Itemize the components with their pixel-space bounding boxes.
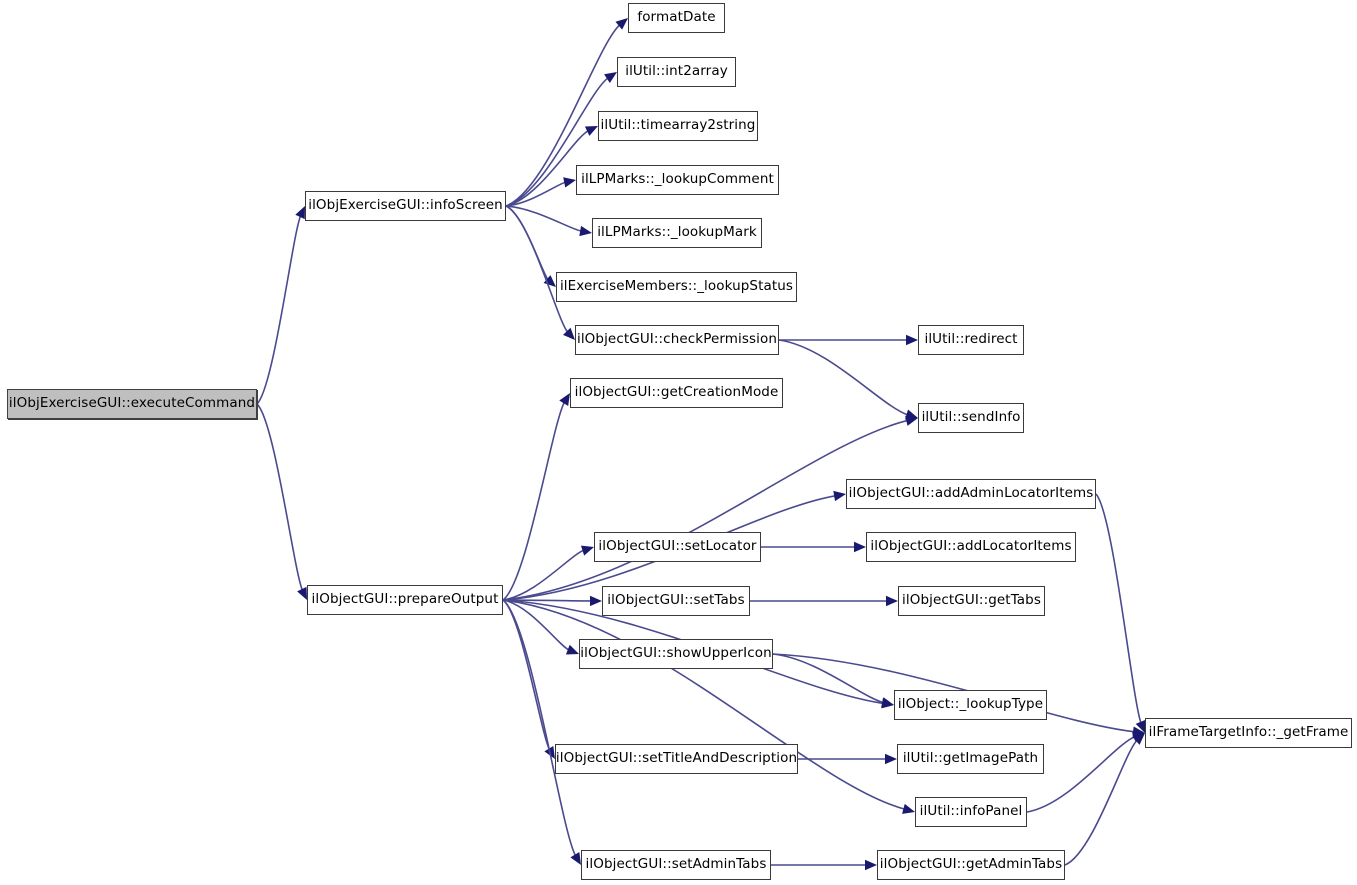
graph-node-label: ilObjExerciseGUI::infoScreen [308, 197, 503, 214]
graph-node-label: ilUtil::infoPanel [919, 803, 1023, 820]
graph-node-setLocator[interactable]: ilObjectGUI::setLocator [594, 532, 761, 562]
graph-arrowhead-infoScreen-to-int2array [604, 72, 617, 83]
graph-node-label: ilUtil::timearray2string [600, 117, 756, 134]
graph-node-showUpperIcon[interactable]: ilObjectGUI::showUpperIcon [579, 639, 773, 669]
graph-arrowhead-infoScreen-to-lookupComment [563, 177, 576, 188]
graph-arrowhead-prepareOutput-to-addAdminLocatorItems [833, 490, 846, 502]
graph-node-label: ilObjectGUI::getTabs [902, 592, 1041, 609]
graph-node-label: ilUtil::getImagePath [902, 750, 1039, 767]
graph-node-int2array[interactable]: ilUtil::int2array [617, 57, 736, 87]
graph-edge-executeCommand-to-prepareOutput [256, 403, 304, 592]
graph-edge-showUpperIcon-to-lookupType [772, 653, 885, 704]
graph-node-infoPanel[interactable]: ilUtil::infoPanel [915, 797, 1027, 827]
graph-node-label: ilObjectGUI::setAdminTabs [585, 856, 767, 873]
graph-arrowhead-setTabs-to-getTabs [886, 595, 898, 607]
graph-node-lookupStatus[interactable]: ilExerciseMembers::_lookupStatus [556, 272, 797, 302]
graph-node-executeCommand[interactable]: ilObjExerciseGUI::executeCommand [7, 389, 257, 419]
graph-node-label: ilObjectGUI::setTabs [607, 592, 745, 609]
graph-node-addLocatorItems[interactable]: ilObjectGUI::addLocatorItems [866, 532, 1076, 562]
graph-node-label: ilObjectGUI::addLocatorItems [870, 538, 1072, 555]
graph-arrowhead-executeCommand-to-infoScreen [295, 206, 305, 220]
graph-arrowhead-infoScreen-to-lookupStatus [543, 275, 556, 287]
graph-node-label: ilObjectGUI::addAdminLocatorItems [848, 485, 1094, 502]
graph-node-label: ilObjectGUI::prepareOutput [311, 591, 499, 608]
graph-edge-prepareOutput-to-infoPanel [502, 599, 906, 811]
graph-edge-infoScreen-to-timearray2string [505, 129, 590, 207]
graph-arrowhead-setLocator-to-addLocatorItems [854, 541, 866, 553]
graph-arrowhead-prepareOutput-to-setTabs [589, 595, 602, 607]
graph-node-setAdminTabs[interactable]: ilObjectGUI::setAdminTabs [581, 850, 771, 880]
graph-arrowhead-prepareOutput-to-setLocator [580, 545, 594, 556]
graph-arrowhead-infoScreen-to-lookupMark [579, 225, 592, 237]
graph-edge-infoScreen-to-formatDate [505, 23, 621, 207]
graph-node-infoScreen[interactable]: ilObjExerciseGUI::infoScreen [305, 191, 506, 221]
graph-node-getAdminTabs[interactable]: ilObjectGUI::getAdminTabs [877, 850, 1065, 880]
graph-arrowhead-prepareOutput-to-showUpperIcon [565, 644, 579, 655]
graph-edge-addAdminLocatorItems-to-getFrame [1095, 493, 1143, 725]
graph-node-timearray2string[interactable]: ilUtil::timearray2string [598, 111, 758, 141]
graph-node-getCreationMode[interactable]: ilObjectGUI::getCreationMode [570, 378, 783, 408]
graph-edge-checkPermission-to-sendInfo [778, 339, 909, 416]
graph-arrowhead-checkPermission-to-redirect [906, 334, 918, 346]
graph-node-label: ilObjExerciseGUI::executeCommand [8, 395, 256, 412]
graph-node-label: ilLPMarks::_lookupMark [597, 224, 757, 241]
graph-node-setTabs[interactable]: ilObjectGUI::setTabs [602, 586, 750, 616]
graph-node-label: ilLPMarks::_lookupComment [581, 171, 774, 188]
graph-node-getTabs[interactable]: ilObjectGUI::getTabs [898, 586, 1045, 616]
graph-node-getImagePath[interactable]: ilUtil::getImagePath [897, 744, 1044, 774]
graph-arrowhead-infoScreen-to-formatDate [615, 18, 628, 30]
graph-edge-prepareOutput-to-getCreationMode [502, 401, 566, 601]
graph-edge-executeCommand-to-infoScreen [256, 214, 302, 405]
graph-edge-infoScreen-to-lookupComment [505, 181, 567, 207]
graph-node-lookupType[interactable]: ilObject::_lookupType [894, 690, 1047, 720]
graph-edge-prepareOutput-to-showUpperIcon [502, 599, 571, 652]
graph-node-label: ilObjectGUI::getCreationMode [574, 384, 779, 401]
graph-arrowhead-getAdminTabs-to-getFrame [1132, 733, 1145, 745]
graph-arrowhead-prepareOutput-to-infoPanel [902, 803, 915, 814]
graph-arrowhead-addAdminLocatorItems-to-getFrame [1135, 719, 1146, 733]
graph-arrowhead-showUpperIcon-to-lookupType [881, 697, 894, 708]
graph-node-redirect[interactable]: ilUtil::redirect [918, 325, 1024, 355]
graph-edge-getAdminTabs-to-getFrame [1064, 739, 1139, 866]
graph-arrowhead-setAdminTabs-to-getAdminTabs [865, 859, 877, 871]
graph-arrowhead-infoScreen-to-checkPermission [562, 327, 575, 340]
graph-node-label: ilUtil::redirect [924, 331, 1018, 348]
graph-edge-prepareOutput-to-setAdminTabs [502, 599, 577, 857]
graph-node-addAdminLocatorItems[interactable]: ilObjectGUI::addAdminLocatorItems [846, 479, 1096, 509]
graph-node-label: ilObjectGUI::checkPermission [576, 331, 778, 348]
graph-node-getFrame[interactable]: ilFrameTargetInfo::_getFrame [1145, 718, 1352, 748]
graph-node-prepareOutput[interactable]: ilObjectGUI::prepareOutput [307, 585, 503, 615]
graph-edge-prepareOutput-to-setTitleAndDescription [502, 599, 551, 751]
graph-edge-prepareOutput-to-setLocator [502, 549, 585, 601]
graph-edge-infoPanel-to-getFrame [1026, 735, 1136, 813]
graph-edge-infoScreen-to-checkPermission [505, 205, 569, 334]
graph-node-label: ilObjectGUI::setTitleAndDescription [555, 750, 798, 767]
graph-arrowhead-prepareOutput-to-sendInfo [905, 415, 918, 426]
graph-edge-infoScreen-to-lookupMark [505, 205, 583, 233]
graph-edge-prepareOutput-to-sendInfo [502, 419, 909, 601]
graph-node-label: ilUtil::sendInfo [921, 409, 1021, 426]
graph-node-label: ilObjectGUI::showUpperIcon [580, 645, 772, 662]
graph-arrowhead-prepareOutput-to-getCreationMode [559, 393, 570, 406]
graph-arrowhead-executeCommand-to-prepareOutput [297, 586, 307, 600]
graph-node-label: ilObjectGUI::getAdminTabs [879, 856, 1063, 873]
graph-node-label: ilObject::_lookupType [897, 696, 1044, 713]
graph-arrowhead-infoScreen-to-timearray2string [584, 126, 598, 136]
graph-node-label: ilObjectGUI::setLocator [598, 538, 757, 555]
graph-node-label: formatDate [637, 9, 716, 26]
graph-arrowhead-prepareOutput-to-setAdminTabs [570, 852, 581, 865]
graph-node-sendInfo[interactable]: ilUtil::sendInfo [918, 403, 1024, 433]
graph-node-label: ilFrameTargetInfo::_getFrame [1148, 724, 1349, 741]
graph-node-formatDate[interactable]: formatDate [628, 3, 725, 33]
graph-node-setTitleAndDescription[interactable]: ilObjectGUI::setTitleAndDescription [555, 744, 798, 774]
graph-arrowhead-setTitleAndDescription-to-getImagePath [885, 753, 897, 765]
graph-node-checkPermission[interactable]: ilObjectGUI::checkPermission [575, 325, 779, 355]
graph-node-lookupComment[interactable]: ilLPMarks::_lookupComment [576, 165, 779, 195]
graph-node-label: ilUtil::int2array [625, 63, 728, 80]
graph-edge-prepareOutput-to-setTabs [502, 599, 593, 602]
graph-edge-infoScreen-to-int2array [505, 76, 610, 207]
graph-node-label: ilExerciseMembers::_lookupStatus [559, 278, 794, 295]
graph-node-lookupMark[interactable]: ilLPMarks::_lookupMark [592, 218, 762, 248]
